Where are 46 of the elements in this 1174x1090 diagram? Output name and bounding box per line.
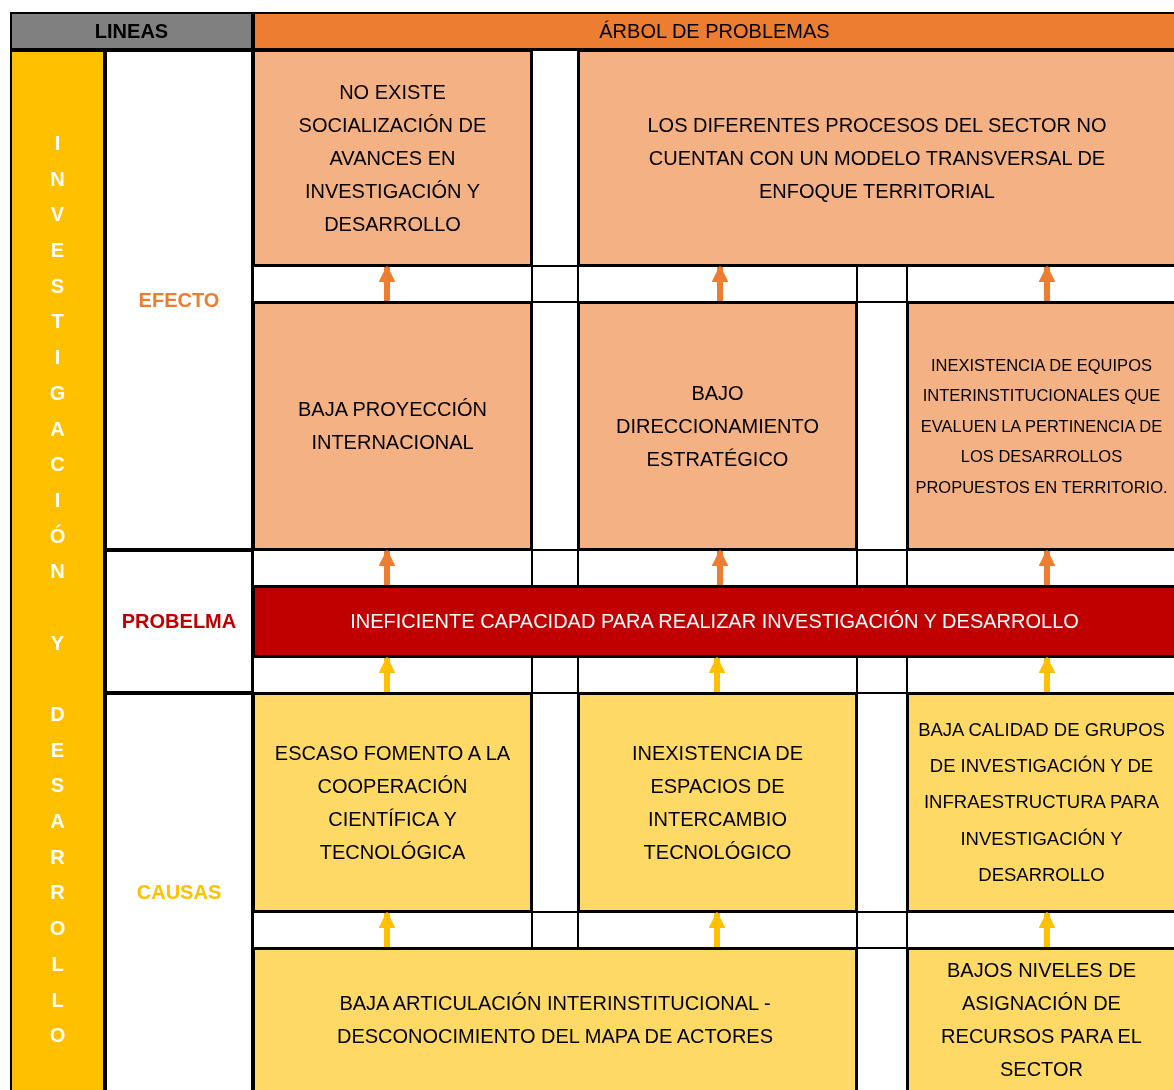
cause-box [253,948,857,1090]
row-label-cell [105,50,253,550]
cause-box [907,948,1174,1090]
effect-box [253,302,532,550]
effect-box [907,302,1174,550]
arrow [378,911,396,947]
cell-text: BAJO DIRECCIONAMIENTO ESTRATÉGICO [615,380,820,472]
effect-box [578,50,1174,266]
cause-box [578,693,857,912]
header-cell [253,12,1174,50]
side-band [10,50,105,1090]
vertical-label: INVESTIGACIÓN Y DESARROLLO [48,131,67,1049]
cell-text: LOS DIFERENTES PROCESOS DEL SECTOR NO CUENTAN CON UN MODELO TRANSVERSAL DE ENFOQUE TERRITORIAL [646,112,1108,204]
arrow [378,656,396,692]
row-label-cell [105,693,253,1090]
arrow [1038,911,1056,947]
cell-text: BAJA PROYECCIÓN INTERNACIONAL [297,397,488,455]
cell-text: ESCASO FOMENTO A LA COOPERACIÓN CIENTÍFICA Y TECNOLÓGICA [273,740,512,865]
arrow [708,656,726,692]
cell-text: INEFICIENTE CAPACIDAD PARA REALIZAR INVESTIGACIÓN Y DESARROLLO [350,609,1079,634]
arrow [711,265,729,301]
header-cell [10,12,253,50]
effect-box [578,302,857,550]
cell-text: INEXISTENCIA DE ESPACIOS DE INTERCAMBIO TECNOLÓGICO [630,740,805,865]
arrow [1038,656,1056,692]
cell-text: EFECTO [138,287,220,313]
cell-text: BAJOS NIVELES DE ASIGNACIÓN DE RECURSOS PARA EL SECTOR [940,958,1143,1082]
arrow [711,549,729,585]
cause-box [907,693,1174,912]
cause-box [253,693,532,912]
row-label-cell [105,550,253,693]
cell-text: BAJA ARTICULACIÓN INTERINSTITUCIONAL - DESCONOCIMIENTO DEL MAPA DE ACTORES [336,991,774,1049]
arrow [378,265,396,301]
cell-text: INEXISTENCIA DE EQUIPOS INTERINSTITUCIONALES QUE EVALUEN LA PERTINENCIA DE LOS DESARROLLOS PROPUESTOS EN TERRITORIO. [914,354,1169,498]
arrow [708,911,726,947]
arrow [378,549,396,585]
cell-text: NO EXISTE SOCIALIZACIÓN DE AVANCES EN INVESTIGACIÓN Y DESARROLLO [297,79,488,237]
arrow [1038,265,1056,301]
cell-text: CAUSAS [136,880,222,905]
cell-text: BAJA CALIDAD DE GRUPOS DE INVESTIGACIÓN Y DE INFRAESTRUCTURA PARA INVESTIGACIÓN Y DESARROLLO [917,718,1166,887]
cell-text: PROBELMA [121,609,237,634]
cell-text: ÁRBOL DE PROBLEMAS [599,19,830,43]
arrow [1038,549,1056,585]
effect-box [253,50,532,266]
cell-text: LINEAS [94,19,169,43]
problem-box [253,586,1174,657]
